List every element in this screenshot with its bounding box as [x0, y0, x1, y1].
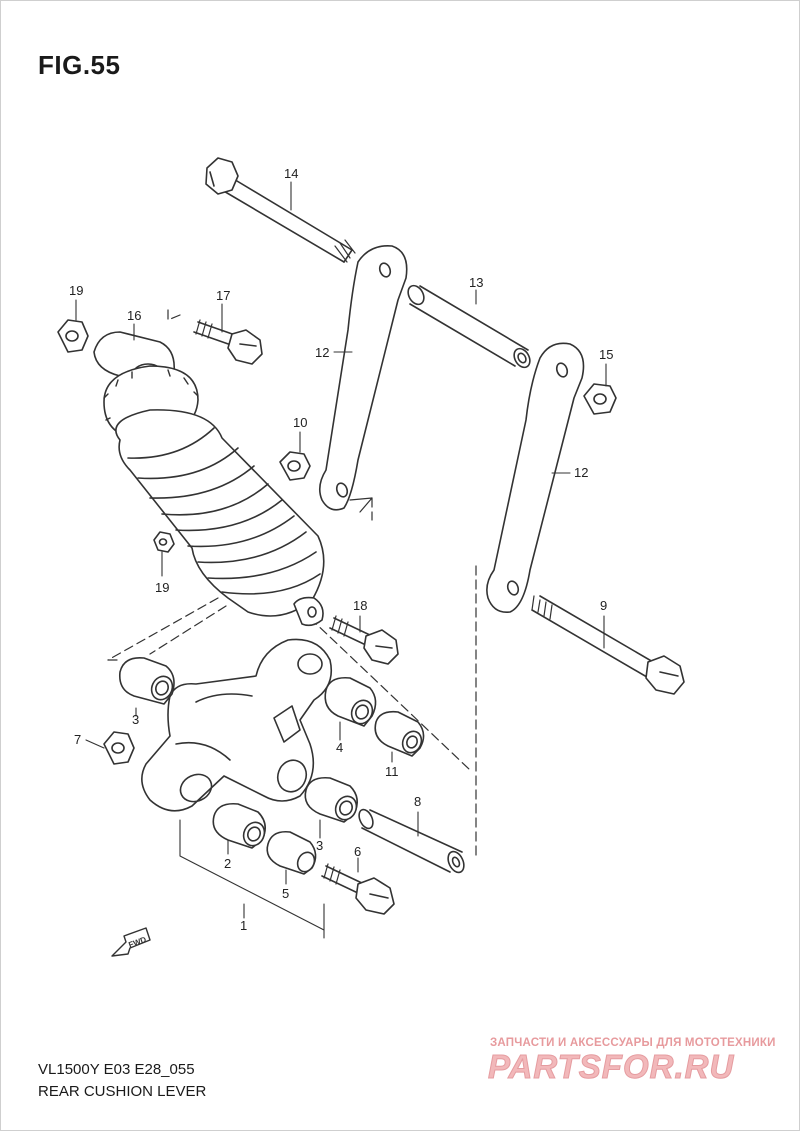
callout-12-left: 12: [315, 345, 329, 360]
callout-2: 2: [224, 856, 231, 871]
bushing-2[interactable]: [212, 802, 268, 849]
callout-8: 8: [414, 794, 421, 809]
callout-13: 13: [469, 275, 483, 290]
collar-5[interactable]: [266, 830, 317, 875]
dashed-guides: [107, 309, 477, 861]
bolt-14[interactable]: [205, 157, 356, 263]
cushion-rod-12-left[interactable]: [318, 245, 408, 513]
callout-7: 7: [74, 732, 81, 747]
nut-7[interactable]: [103, 731, 135, 765]
callout-15: 15: [599, 347, 613, 362]
callout-11: 11: [385, 764, 399, 779]
figure-caption: REAR CUSHION LEVER: [38, 1083, 207, 1100]
callout-18: 18: [353, 598, 367, 613]
bushing-11[interactable]: [374, 710, 425, 757]
callout-3-upper: 3: [132, 712, 139, 727]
bolt-6[interactable]: [321, 863, 395, 915]
nut-10[interactable]: [279, 451, 311, 481]
callout-16: 16: [127, 308, 141, 323]
callout-12-right: 12: [574, 465, 588, 480]
callout-labels: 14 13 12 12 19 16 17 15 10 19 18 9 3 7 4…: [69, 166, 613, 933]
watermark-logo: PARTSFOR.RU: [487, 1048, 735, 1086]
cushion-rod-12-right[interactable]: [486, 342, 585, 614]
callout-17: 17: [216, 288, 230, 303]
pin-13[interactable]: [405, 283, 533, 370]
callout-10: 10: [293, 415, 307, 430]
bushing-3-lower[interactable]: [304, 776, 360, 823]
watermark-tagline: ЗАПЧАСТИ И АКСЕССУАРЫ ДЛЯ МОТОТЕХНИКИ: [490, 1037, 776, 1049]
figure-title: FIG.55: [38, 50, 121, 80]
bushing-4[interactable]: [324, 676, 377, 727]
fwd-arrow: FWD: [111, 927, 151, 957]
shock-absorber-16[interactable]: [93, 331, 325, 627]
callout-1: 1: [240, 918, 247, 933]
callout-19-lower: 19: [155, 580, 169, 595]
nut-19-lower[interactable]: [153, 531, 175, 553]
bolt-18[interactable]: [329, 615, 399, 665]
callout-9: 9: [600, 598, 607, 613]
bushing-3-upper[interactable]: [118, 656, 176, 705]
leader-lines: [75, 181, 607, 939]
bolt-17[interactable]: [193, 319, 263, 365]
nut-15[interactable]: [583, 383, 617, 415]
nut-19-top[interactable]: [57, 319, 89, 353]
callout-6: 6: [354, 844, 361, 859]
pin-8[interactable]: [356, 807, 467, 875]
model-code: VL1500Y E03 E28_055: [38, 1061, 195, 1078]
cushion-lever-1[interactable]: [141, 638, 333, 812]
callout-14: 14: [284, 166, 298, 181]
callout-3-lower: 3: [316, 838, 323, 853]
callout-19-top: 19: [69, 283, 83, 298]
bolt-9[interactable]: [531, 595, 685, 695]
callout-5: 5: [282, 886, 289, 901]
callout-4: 4: [336, 740, 343, 755]
